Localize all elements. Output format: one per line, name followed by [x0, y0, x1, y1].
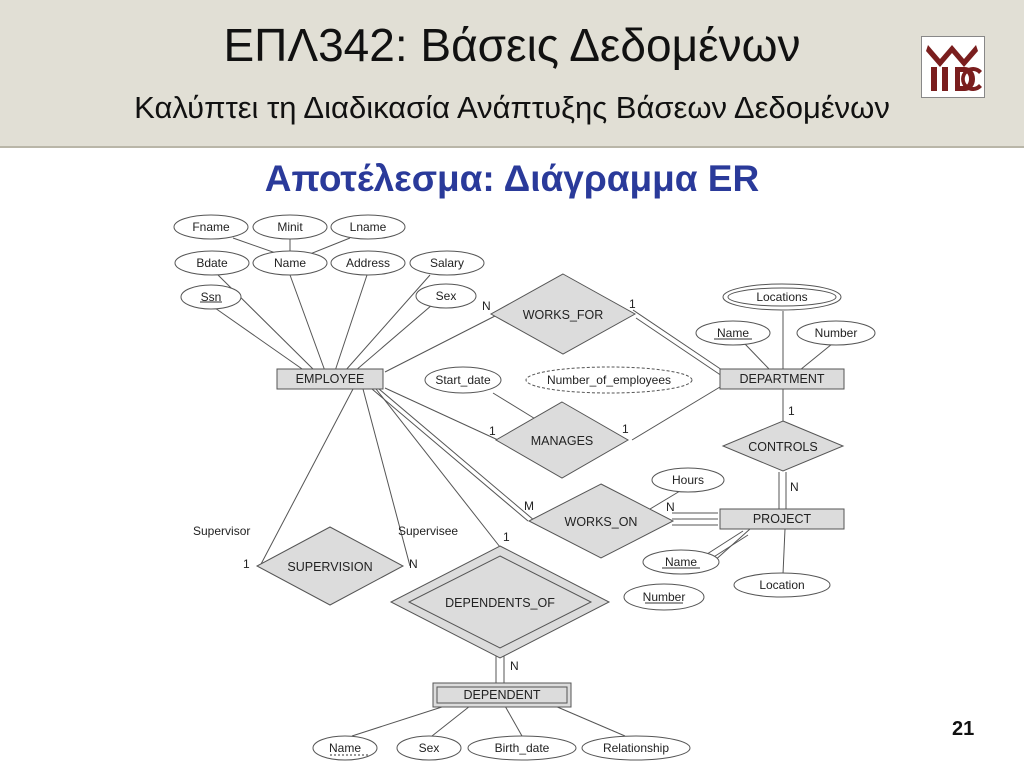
attr-fname: Fname — [192, 220, 230, 234]
attr-locations: Locations — [756, 290, 807, 304]
attr-dep-name: Name — [329, 741, 361, 755]
relationship-dependents-of-label: DEPENDENTS_OF — [445, 596, 555, 610]
entity-department-label: DEPARTMENT — [740, 372, 825, 386]
slide-title: Αποτέλεσμα: Διάγραμμα ER — [264, 158, 760, 199]
attr-address: Address — [346, 256, 390, 270]
card-dependents-of-dep: N — [510, 659, 519, 673]
relationship-works-for: WORKS_FOR — [489, 273, 637, 355]
attr-dep-sex: Sex — [419, 741, 440, 755]
relationship-dependents-of: DEPENDENTS_OF — [389, 545, 611, 659]
entity-department: DEPARTMENT — [719, 368, 845, 390]
attr-proj-number: Number — [643, 590, 686, 604]
card-works-on-proj: N — [666, 500, 675, 514]
card-supervision-supervisor: 1 — [243, 557, 250, 571]
card-dependents-of-emp: 1 — [503, 530, 510, 544]
relationship-supervision: SUPERVISION — [255, 526, 405, 606]
relationship-works-for-label: WORKS_FOR — [523, 308, 604, 322]
entity-dependent-label: DEPENDENT — [463, 688, 540, 702]
attr-lname: Lname — [350, 220, 387, 234]
course-title: ΕΠΛ342: Βάσεις Δεδομένων — [223, 19, 801, 71]
entity-employee: EMPLOYEE — [276, 368, 384, 390]
attr-number-of-employees: Number_of_employees — [547, 373, 671, 387]
card-manages-dept: 1 — [622, 422, 629, 436]
attr-name: Name — [274, 256, 306, 270]
course-subtitle: Καλύπτει τη Διαδικασία Ανάπτυξης Βάσεων … — [134, 90, 890, 125]
attr-salary: Salary — [430, 256, 464, 270]
attr-hours: Hours — [672, 473, 704, 487]
card-works-for-emp: N — [482, 299, 491, 313]
slide-header: ΕΠΛ342: Βάσεις Δεδομένων Καλύπτει τη Δια… — [0, 0, 1024, 148]
card-controls-proj: N — [790, 480, 799, 494]
role-supervisor: Supervisor — [193, 524, 250, 538]
attr-bdate: Bdate — [196, 256, 228, 270]
attr-ssn: Ssn — [201, 290, 222, 304]
card-manages-emp: 1 — [489, 424, 496, 438]
attr-dept-number: Number — [815, 326, 858, 340]
attr-sex: Sex — [436, 289, 457, 303]
card-supervision-supervisee: N — [409, 557, 418, 571]
relationship-manages-label: MANAGES — [531, 434, 594, 448]
relationship-works-on-label: WORKS_ON — [565, 515, 638, 529]
relationship-manages: MANAGES — [494, 401, 630, 479]
card-works-for-dept: 1 — [629, 297, 636, 311]
card-works-on-emp: M — [524, 499, 534, 513]
attr-proj-name: Name — [665, 555, 697, 569]
relationship-works-on: WORKS_ON — [527, 483, 675, 559]
card-controls-dept: 1 — [788, 404, 795, 418]
role-supervisee: Supervisee — [398, 524, 458, 538]
attr-dept-name: Name — [717, 326, 749, 340]
page-number: 21 — [952, 718, 975, 740]
entity-dependent: DEPENDENT — [432, 682, 572, 708]
university-logo — [921, 36, 985, 98]
attr-start-date: Start_date — [435, 373, 491, 387]
attr-birth-date: Birth_date — [495, 741, 550, 755]
relationship-supervision-label: SUPERVISION — [287, 560, 372, 574]
entity-employee-label: EMPLOYEE — [296, 372, 365, 386]
attr-minit: Minit — [277, 220, 303, 234]
relationship-controls: CONTROLS — [721, 420, 845, 472]
entity-project: PROJECT — [719, 508, 845, 530]
relationship-controls-label: CONTROLS — [748, 440, 817, 454]
entity-project-label: PROJECT — [753, 512, 812, 526]
attr-location: Location — [759, 578, 804, 592]
attr-relationship: Relationship — [603, 741, 669, 755]
